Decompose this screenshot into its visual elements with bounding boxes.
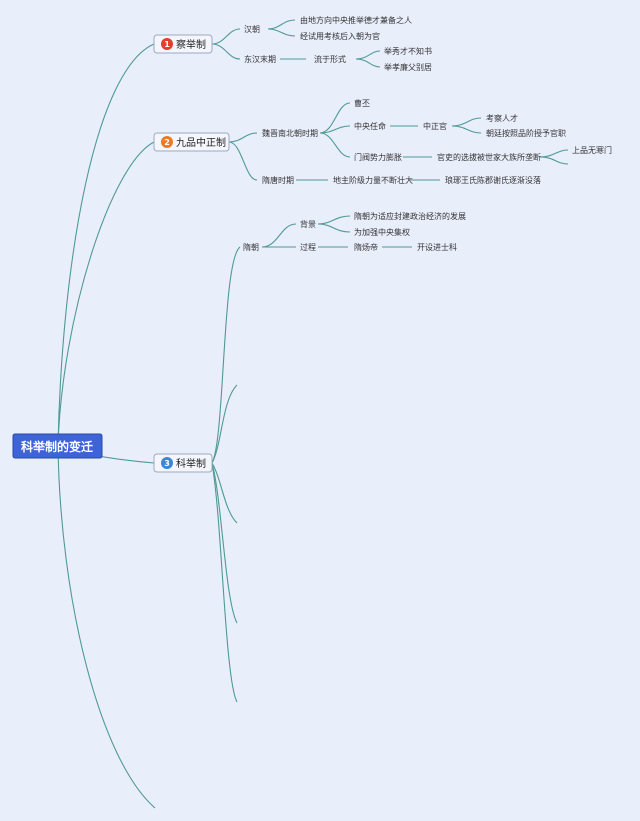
topic-2-links bbox=[228, 102, 569, 181]
node-menfa[interactable]: 门阀势力膨胀 bbox=[354, 152, 402, 162]
topic-number-badge bbox=[161, 136, 173, 148]
root-links bbox=[57, 43, 156, 809]
node-guocheng-a[interactable]: 隋炀帝 bbox=[354, 242, 378, 252]
node-donghan-b[interactable]: 举孝廉父别居 bbox=[384, 62, 432, 72]
node-zzg-a[interactable]: 考察人才 bbox=[486, 113, 518, 123]
node-beijing-a[interactable]: 隋朝为适应封建政治经济的发展 bbox=[354, 211, 466, 221]
node-donghan-a[interactable]: 举秀才不知书 bbox=[384, 46, 432, 56]
node-han-a[interactable]: 由地方向中央推举德才兼备之人 bbox=[300, 15, 412, 25]
topic-chaju[interactable]: 1 察举制 bbox=[153, 34, 213, 54]
node-han-b[interactable]: 经试用考核后入朝为官 bbox=[300, 31, 380, 41]
topic-label: 科举制 bbox=[176, 457, 206, 470]
node-beijing[interactable]: 背景 bbox=[300, 219, 316, 229]
root-label: 科举制的变迁 bbox=[21, 439, 93, 454]
node-donghan[interactable]: 东汉末期 bbox=[244, 54, 276, 64]
topic-label: 九品中正制 bbox=[176, 136, 226, 149]
node-caopi[interactable]: 曹丕 bbox=[354, 98, 370, 108]
topic-number-badge bbox=[161, 38, 173, 50]
topic-1-links bbox=[211, 19, 381, 68]
node-zhongzhengguan[interactable]: 中正官 bbox=[423, 121, 447, 131]
topic-number: 3 bbox=[164, 459, 170, 468]
topic-3-links bbox=[211, 215, 412, 703]
node-suitang[interactable]: 隋唐时期 bbox=[262, 175, 294, 185]
topic-jiupin[interactable]: 2 九品中正制 bbox=[153, 132, 230, 152]
node-guocheng-b[interactable]: 开设进士科 bbox=[417, 242, 457, 252]
node-suichao[interactable]: 隋朝 bbox=[243, 242, 259, 252]
node-menfa-b[interactable]: 上品无寒门 bbox=[572, 145, 612, 155]
topic-keju[interactable]: 3 科举制 bbox=[153, 453, 213, 473]
node-zzg-b[interactable]: 朝廷按照品阶授予官职 bbox=[486, 128, 566, 138]
node-beijing-b[interactable]: 为加强中央集权 bbox=[354, 227, 410, 237]
node-menfa-a[interactable]: 官吏的选拔被世家大族所垄断 bbox=[437, 152, 541, 162]
node-donghan-form[interactable]: 流于形式 bbox=[314, 54, 346, 64]
node-han[interactable]: 汉朝 bbox=[244, 25, 260, 34]
node-guocheng[interactable]: 过程 bbox=[300, 242, 316, 252]
node-suitang-b[interactable]: 琅琊王氏陈郡谢氏逐渐没落 bbox=[445, 175, 541, 185]
node-weijin[interactable]: 魏晋南北朝时期 bbox=[262, 128, 318, 138]
node-zhongyang[interactable]: 中央任命 bbox=[354, 121, 386, 131]
root-node[interactable]: 科举制的变迁 bbox=[12, 433, 103, 459]
topic-label: 察举制 bbox=[176, 38, 206, 51]
node-suitang-a[interactable]: 地主阶级力量不断壮大 bbox=[333, 175, 413, 185]
topic-number: 2 bbox=[164, 138, 170, 147]
topic-number: 1 bbox=[164, 40, 170, 49]
topic-number-badge bbox=[161, 457, 173, 469]
